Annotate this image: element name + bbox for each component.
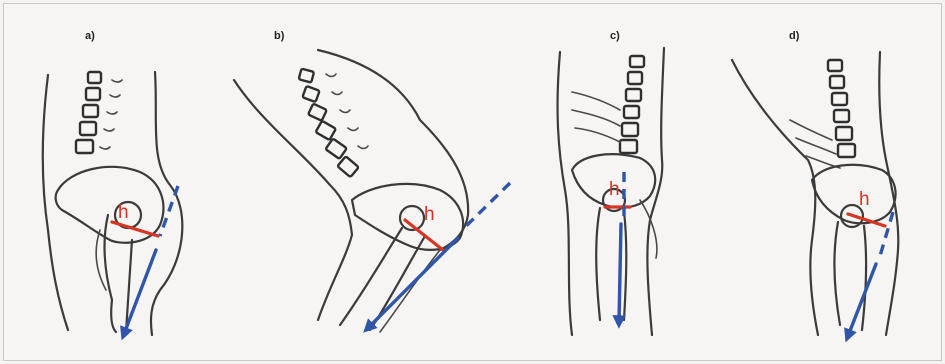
- panel-b-drawing: [234, 50, 510, 332]
- panel-d-drawing: [732, 52, 898, 336]
- height-line-a: [112, 222, 158, 236]
- force-arrow-b: [368, 238, 458, 328]
- panel-a-drawing: [43, 72, 183, 335]
- height-marker-b: h: [424, 205, 435, 224]
- height-marker-a: h: [118, 203, 129, 222]
- height-marker-d: h: [859, 190, 870, 209]
- height-marker-c: h: [609, 180, 620, 199]
- force-arrow-c: [619, 224, 621, 322]
